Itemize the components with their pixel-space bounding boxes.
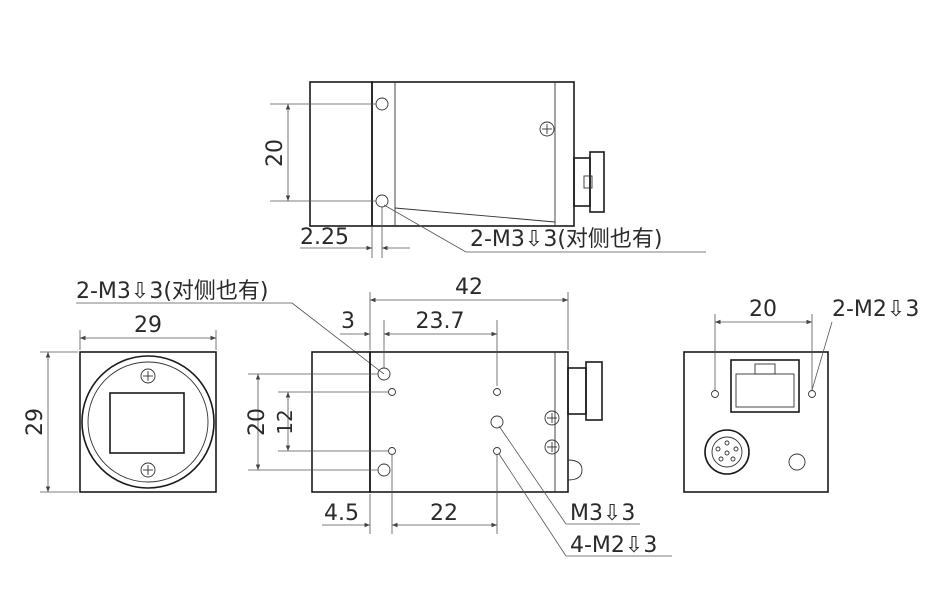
top-mount-hole <box>375 97 389 111</box>
top-callout-label: 2-M3⇩3(对侧也有) <box>470 227 663 252</box>
side-connector <box>567 367 587 415</box>
front-width-label: 29 <box>134 313 162 338</box>
front-screw-icon <box>140 368 156 384</box>
top-camera-body <box>371 81 575 227</box>
side-m2-hole <box>493 388 501 396</box>
power-connector-icon <box>704 429 750 475</box>
front-lens-ring-inner <box>87 361 209 483</box>
side-screw-icon <box>544 439 560 455</box>
m2-callout-label: 4-M2⇩3 <box>570 533 657 558</box>
side-23-7-label: 23.7 <box>416 309 465 334</box>
left-callout-label: 2-M3⇩3(对侧也有) <box>76 279 269 304</box>
top-connector-plug <box>589 151 605 213</box>
front-height-label: 29 <box>23 408 48 436</box>
top-connector <box>573 157 591 207</box>
status-led-icon <box>788 453 806 471</box>
m3-callout-label: M3⇩3 <box>570 501 635 526</box>
top-screw-icon <box>539 121 555 137</box>
side-height-12-label: 12 <box>273 409 297 434</box>
side-height-20-label: 20 <box>245 408 270 436</box>
side-screw-icon <box>544 410 560 426</box>
side-lens-mount <box>311 351 371 493</box>
side-bottom-22-label: 22 <box>430 501 458 526</box>
back-body <box>683 351 829 493</box>
side-total-label: 42 <box>455 275 483 300</box>
side-center-m3-hole <box>490 415 504 429</box>
back-view: 20 2-M2⇩3 <box>683 297 919 493</box>
front-view: 29 29 2-M3⇩3(对侧也有) <box>23 279 385 493</box>
front-sensor-window <box>109 392 185 454</box>
front-screw-icon <box>140 462 156 478</box>
side-m2-hole <box>388 388 396 396</box>
back-width-label: 20 <box>749 297 777 322</box>
top-mount-hole <box>375 194 389 208</box>
top-offset-label: 2.25 <box>300 225 349 250</box>
top-height-label: 20 <box>263 139 288 167</box>
top-view: 20 2.25 2-M3⇩3(对侧也有) <box>263 81 706 258</box>
front-lens-ring-outer <box>81 355 215 489</box>
side-view: 42 3 23.7 20 12 4.5 22 M3⇩3 4-M2⇩3 <box>245 275 672 558</box>
side-m2-hole <box>388 447 396 455</box>
side-connector-plug <box>585 361 603 421</box>
back-m2-hole <box>711 390 719 398</box>
side-m2-hole <box>493 447 501 455</box>
back-m2-hole <box>808 390 816 398</box>
side-camera-body <box>369 351 569 493</box>
side-offset-3-label: 3 <box>341 309 355 334</box>
back-callout-label: 2-M2⇩3 <box>832 297 919 322</box>
side-m3-hole <box>377 463 391 477</box>
ethernet-port-icon <box>730 359 800 413</box>
front-body <box>79 351 217 493</box>
side-bottom-4-5-label: 4.5 <box>324 501 359 526</box>
